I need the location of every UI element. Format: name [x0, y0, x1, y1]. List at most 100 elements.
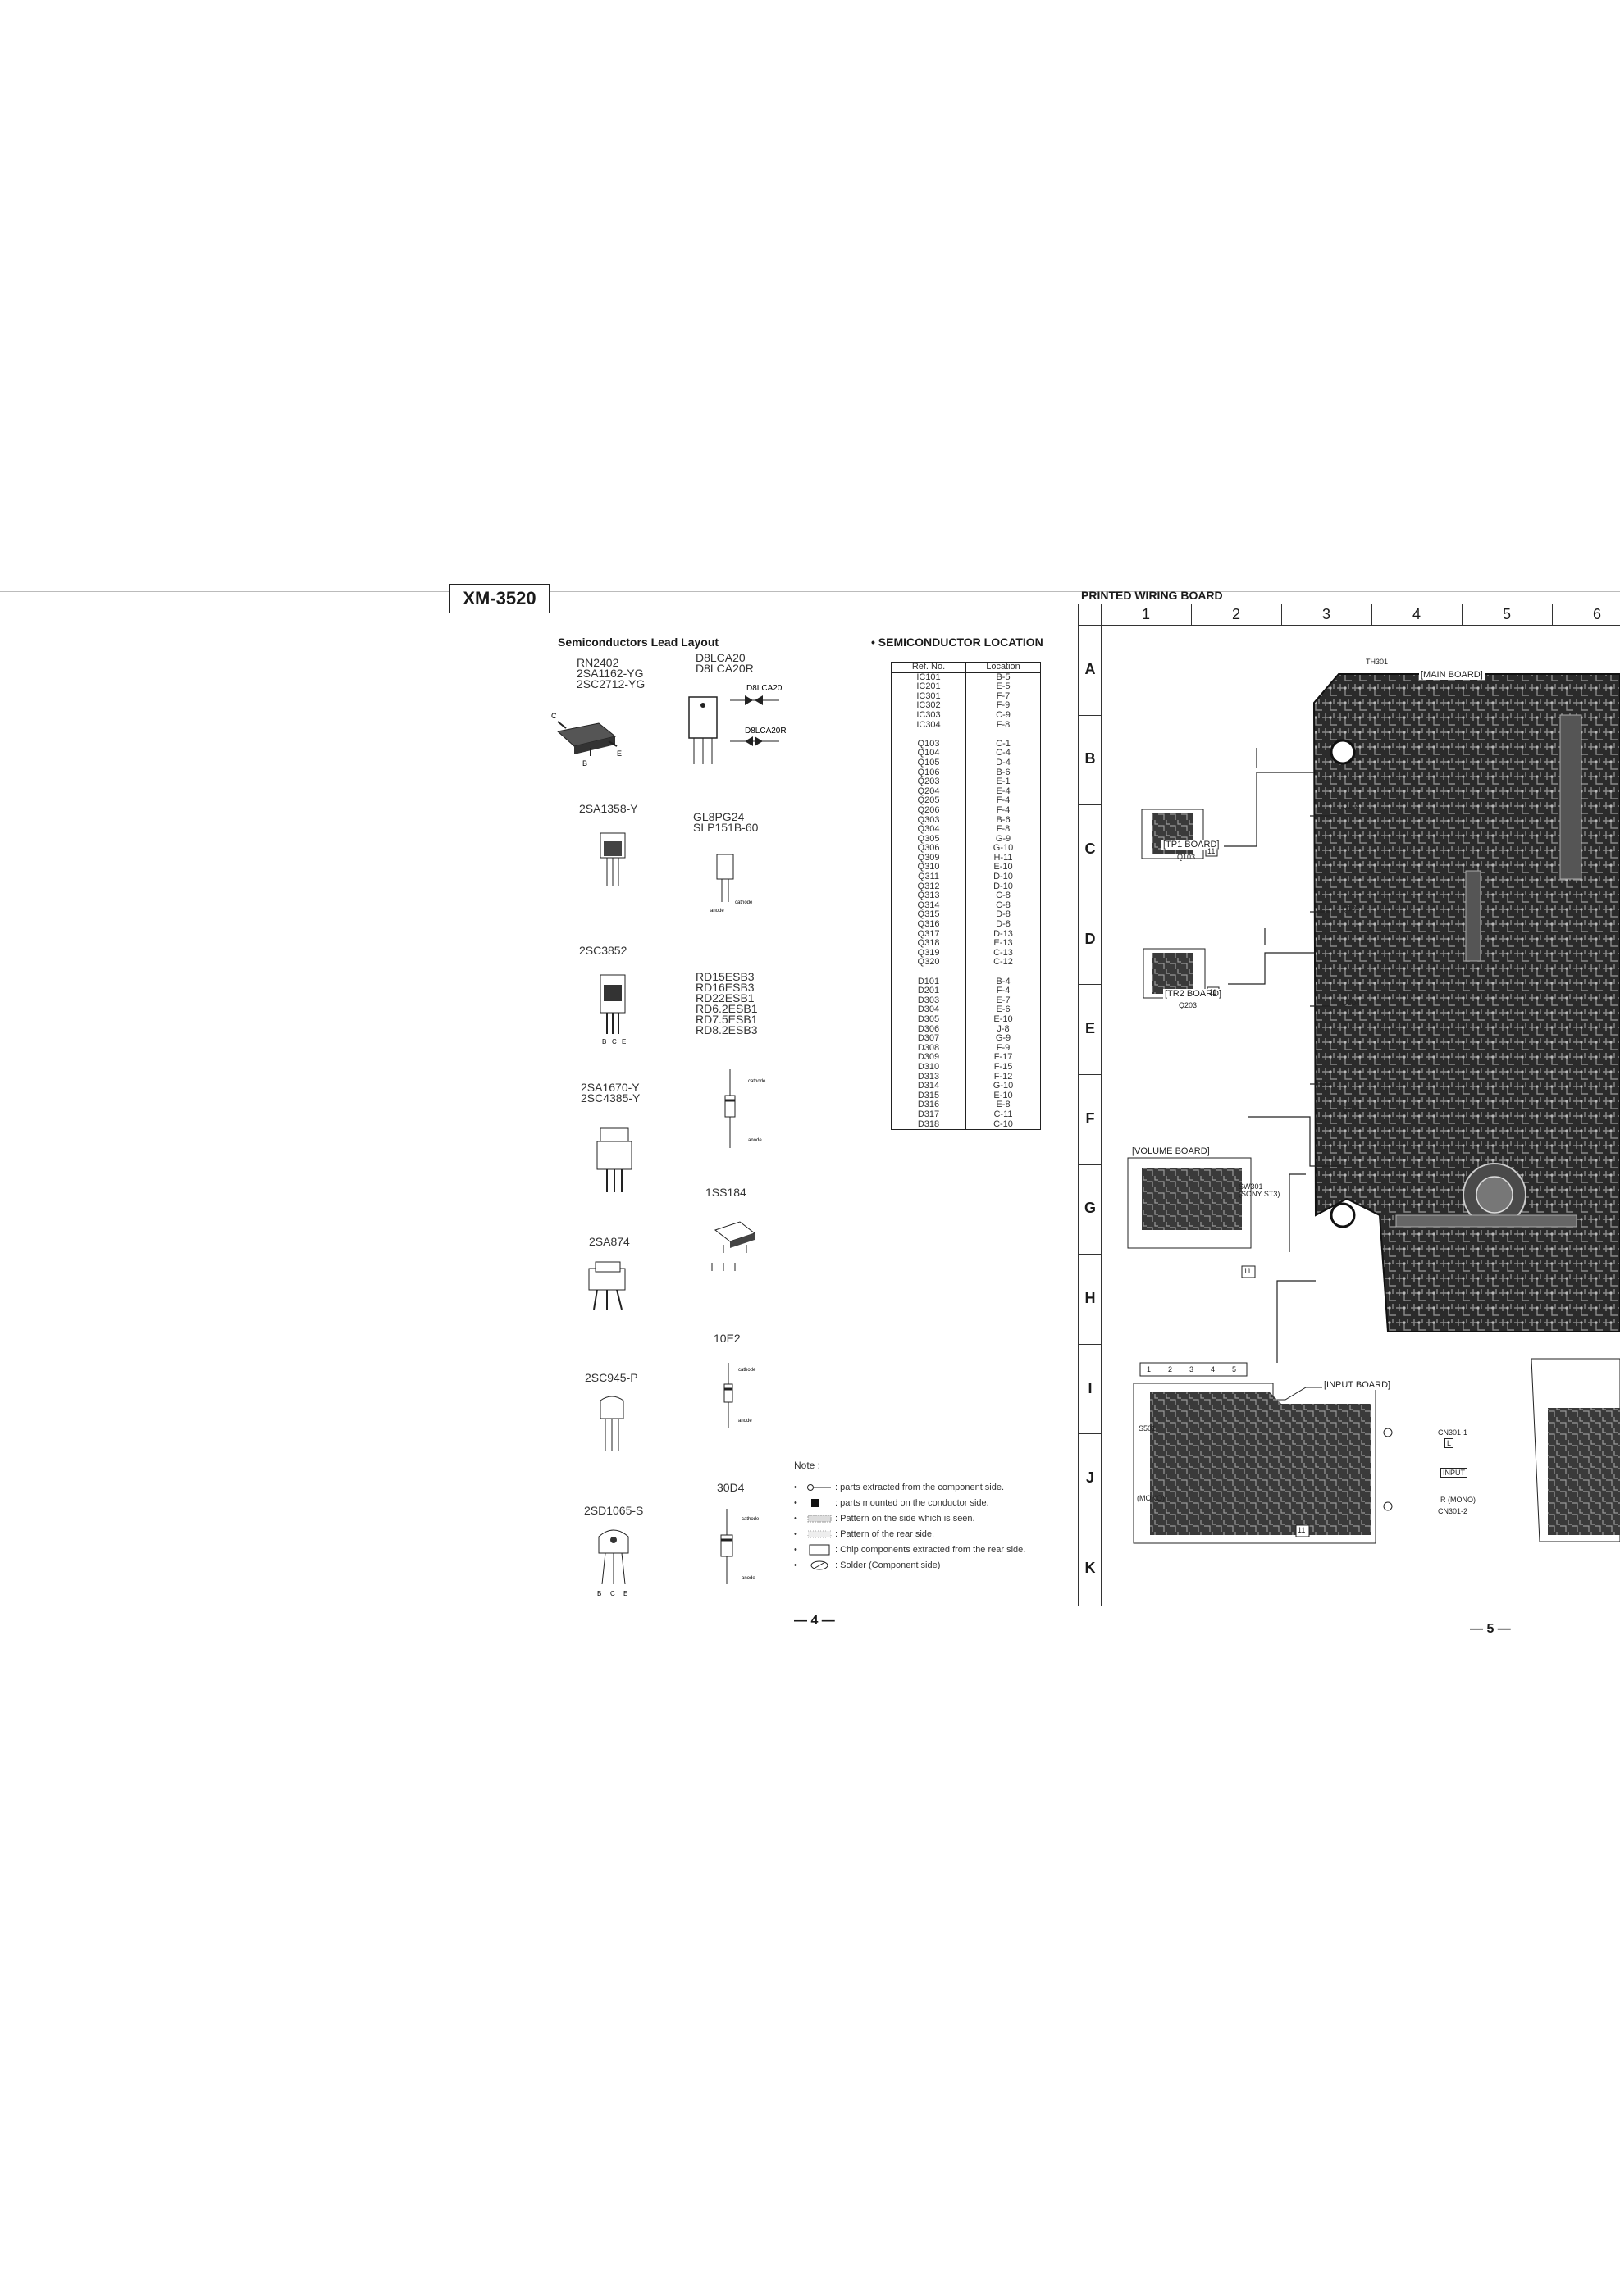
part-label-2sa1358: 2SA1358-Y — [579, 802, 638, 815]
ref-no-cell: Q203 — [891, 777, 966, 787]
volume-board-label: [VOLUME BOARD] — [1130, 1146, 1212, 1156]
location-cell: F-12 — [993, 1071, 1013, 1082]
location-cell: D-13 — [993, 928, 1013, 939]
pin-label-b: B — [582, 759, 587, 768]
ref-no-cell: D316 — [891, 1100, 966, 1110]
extracted-part-symbol — [805, 1483, 835, 1492]
ref-no-cell: Q316 — [891, 919, 966, 930]
2sc3852-pin-b: B — [602, 1038, 606, 1046]
ref-no-cell: Q315 — [891, 910, 966, 921]
note-text: : parts extracted from the component sid… — [835, 1482, 1005, 1492]
label-q203: Q203 — [1179, 1001, 1198, 1009]
ref-no-cell: IC302 — [891, 701, 966, 711]
ref-no-cell: Q306 — [891, 844, 966, 854]
grid-header-border — [1078, 625, 1620, 626]
grid-col-3: 3 — [1321, 606, 1330, 622]
grid-row-e: E — [1084, 1020, 1095, 1037]
location-cell: E-1 — [996, 777, 1011, 787]
location-cell: B-5 — [996, 672, 1011, 682]
location-cell: E-13 — [993, 938, 1013, 949]
ref-no-cell: IC201 — [891, 682, 966, 692]
box-11-input: 11 — [1298, 1526, 1306, 1534]
note-text: : Solder (Component side) — [835, 1560, 941, 1570]
row-divider — [1078, 1164, 1101, 1165]
label-q103: Q103 — [1177, 853, 1196, 861]
note-item: • : parts mounted on the conductor side. — [794, 1497, 989, 1508]
note-text: : Pattern of the rear side. — [835, 1528, 935, 1539]
row-divider — [1078, 804, 1101, 806]
connector-pin-label: 4 — [1211, 1365, 1216, 1374]
zener-cathode-label: cathode — [748, 1079, 766, 1084]
grid-col-4: 4 — [1412, 606, 1421, 622]
location-cell: B-6 — [996, 814, 1011, 825]
30d4-cathode-label: cathode — [742, 1517, 760, 1522]
ref-no-cell: D318 — [891, 1119, 966, 1130]
note-item: • : parts extracted from the component s… — [794, 1482, 1005, 1492]
label-r-mono: R (MONO) — [1440, 1496, 1476, 1504]
ref-no-cell: D201 — [891, 986, 966, 996]
semiconductor-location-title: • SEMICONDUCTOR LOCATION — [871, 636, 1043, 649]
location-cell: G-10 — [993, 843, 1014, 854]
location-cell: E-10 — [993, 862, 1013, 872]
location-cell: D-10 — [993, 881, 1013, 891]
part-label-d8lca20: D8LCA20 D8LCA20R — [696, 651, 754, 675]
d8lca20r-sublabel: D8LCA20R — [745, 727, 787, 736]
volume-board — [1127, 1157, 1256, 1278]
label-sw301: SW301 (SONY ST3) — [1239, 1182, 1280, 1198]
ref-no-cell: D317 — [891, 1109, 966, 1120]
part-label-rd-zeners: RD15ESB3 RD16ESB3 RD22ESB1 RD6.2ESB1 RD7… — [696, 970, 758, 1036]
location-cell: F-15 — [993, 1061, 1013, 1072]
row-divider — [1078, 1254, 1101, 1255]
d8lca20-sublabel: D8LCA20 — [746, 684, 783, 693]
page-number-left: — 4 — — [794, 1614, 835, 1628]
ref-no-cell: D303 — [891, 995, 966, 1006]
ref-no-cell: Q313 — [891, 891, 966, 901]
part-label-10e2: 10E2 — [714, 1332, 741, 1345]
10e2-drawing: cathode anode — [723, 1363, 756, 1428]
label-s501: S501 — [1139, 1424, 1157, 1433]
note-text: : Pattern on the side which is seen. — [835, 1513, 975, 1524]
location-cell: G-10 — [993, 1081, 1014, 1091]
main-board — [1312, 673, 1620, 1332]
ref-no-cell: Q314 — [891, 900, 966, 911]
location-cell: F-17 — [993, 1052, 1013, 1063]
note-item: • : Pattern of the rear side. — [794, 1528, 935, 1539]
location-cell: B-4 — [996, 976, 1011, 986]
location-cell: E-10 — [993, 1014, 1013, 1024]
ref-no-cell: IC303 — [891, 710, 966, 721]
table-row: Q306 G-10 — [891, 843, 1041, 854]
note-item: • : Chip components extracted from the r… — [794, 1544, 1026, 1555]
col-divider — [1191, 604, 1192, 625]
box-11-tp1: 11 — [1207, 847, 1216, 855]
grid-row-h: H — [1084, 1290, 1096, 1306]
location-cell: F-8 — [996, 824, 1011, 835]
ref-no-cell: IC101 — [891, 672, 966, 683]
ref-no-cell: Q206 — [891, 805, 966, 816]
location-cell: B-6 — [996, 767, 1011, 777]
label-q204: Q204 — [1342, 999, 1361, 1007]
label-mono: (MONO) — [1137, 1494, 1165, 1502]
location-cell: F-4 — [996, 804, 1011, 815]
location-cell: F-8 — [996, 719, 1011, 730]
gl8pg24-cathode-label: cathode — [735, 900, 753, 905]
ref-no-cell: D308 — [891, 1043, 966, 1054]
2sc3852-drawing: B C E — [600, 974, 626, 1046]
grid-row-i: I — [1088, 1379, 1093, 1396]
grid-row-j: J — [1085, 1469, 1094, 1487]
notes-title: Note : — [794, 1460, 821, 1471]
